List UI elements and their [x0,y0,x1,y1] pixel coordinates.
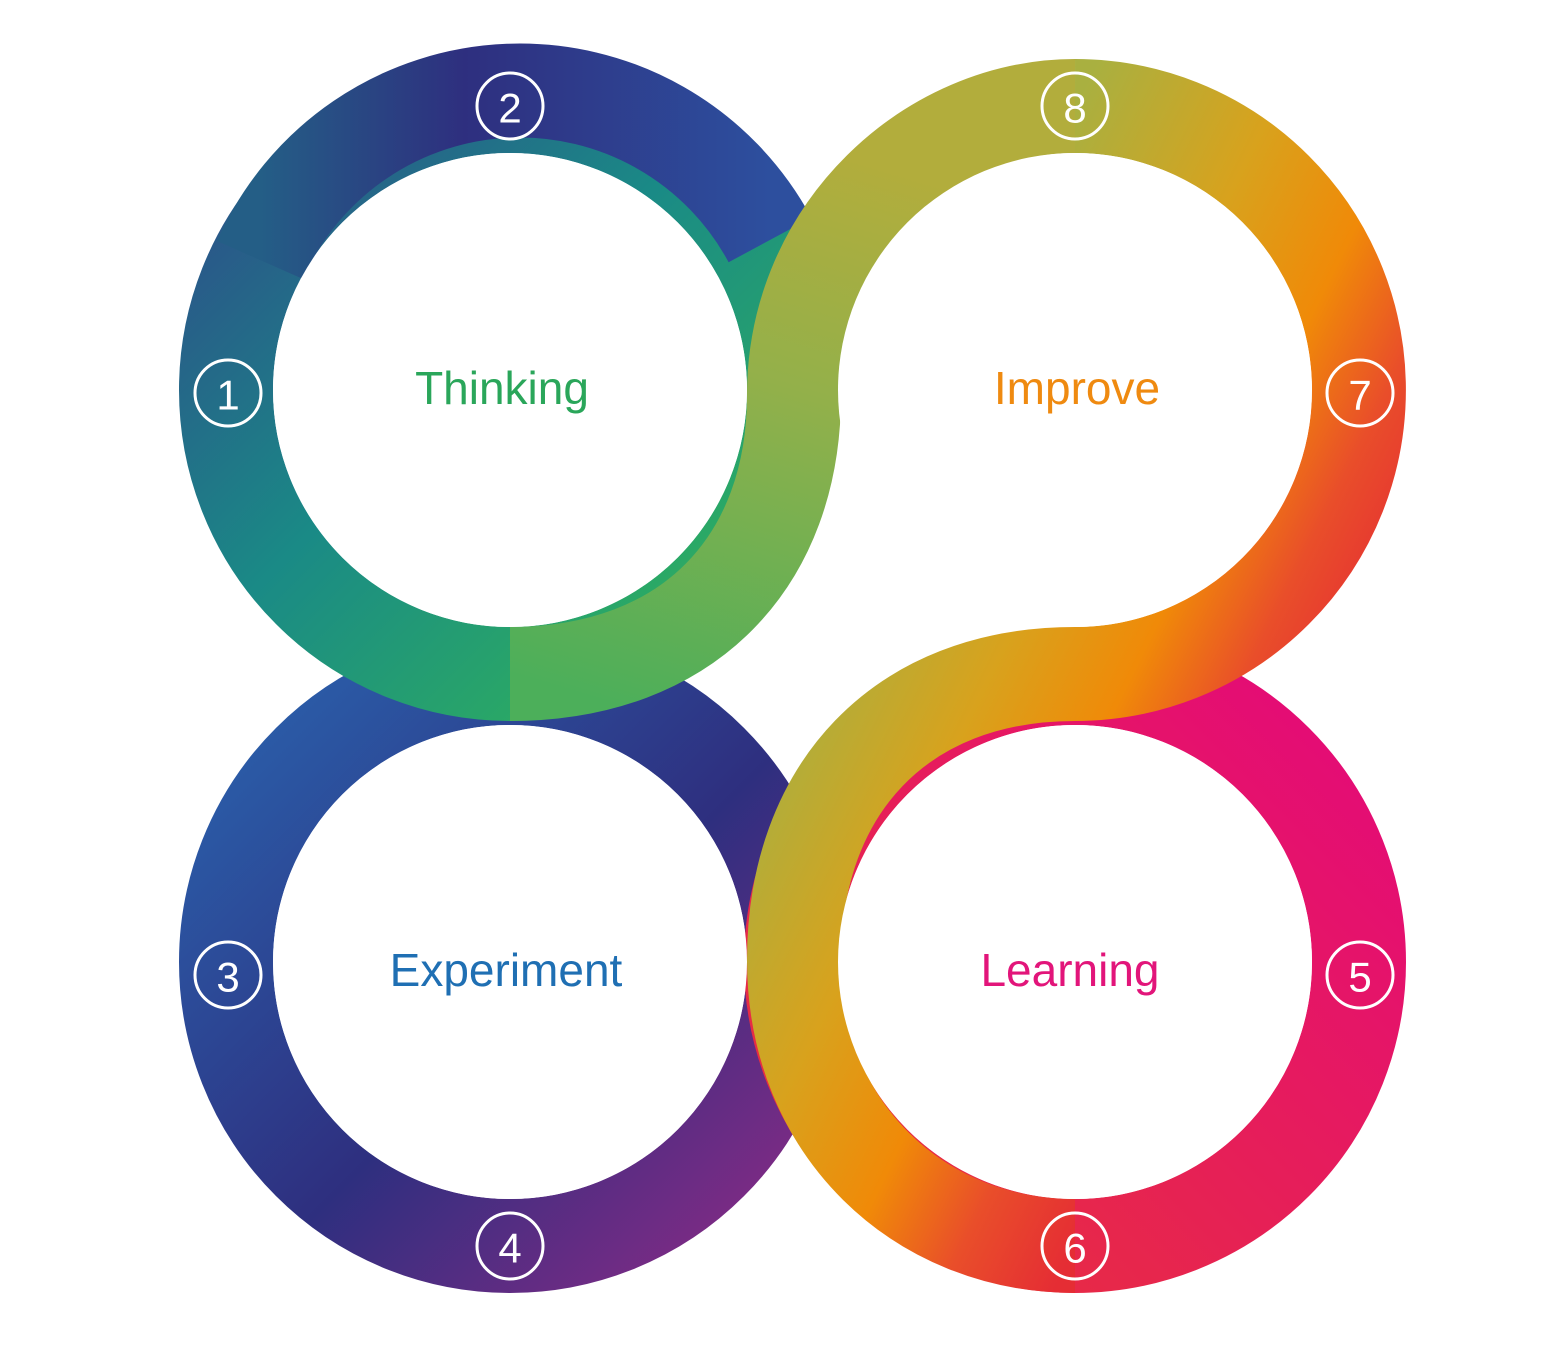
step-badge-1: 1 [193,358,263,428]
svg-text:5: 5 [1348,954,1371,1001]
svg-text:3: 3 [216,954,239,1001]
svg-text:7: 7 [1348,372,1371,419]
label-thinking: Thinking [415,362,589,414]
step-badge-6: 6 [1040,1211,1110,1281]
svg-text:1: 1 [216,372,239,419]
svg-text:2: 2 [498,85,521,132]
label-learning: Learning [980,944,1159,996]
svg-text:4: 4 [498,1225,521,1272]
svg-text:8: 8 [1063,85,1086,132]
step-badge-7: 7 [1325,358,1395,428]
thinking-ring-top-arc [217,43,812,280]
label-improve: Improve [994,362,1160,414]
step-badge-2: 2 [475,71,545,141]
experiment-center [273,725,747,1199]
step-badge-5: 5 [1325,940,1395,1010]
flow-lower-curve [746,627,1077,1293]
improve-center [838,153,1312,627]
improve-ring-arc [1074,59,1406,721]
flow-s-curve [509,59,1077,721]
thinking-center [273,153,747,627]
svg-text:6: 6 [1063,1225,1086,1272]
step-badge-3: 3 [193,940,263,1010]
learning-center [838,725,1312,1199]
step-badge-8: 8 [1040,71,1110,141]
label-experiment: Experiment [390,944,623,996]
step-badge-4: 4 [475,1211,545,1281]
